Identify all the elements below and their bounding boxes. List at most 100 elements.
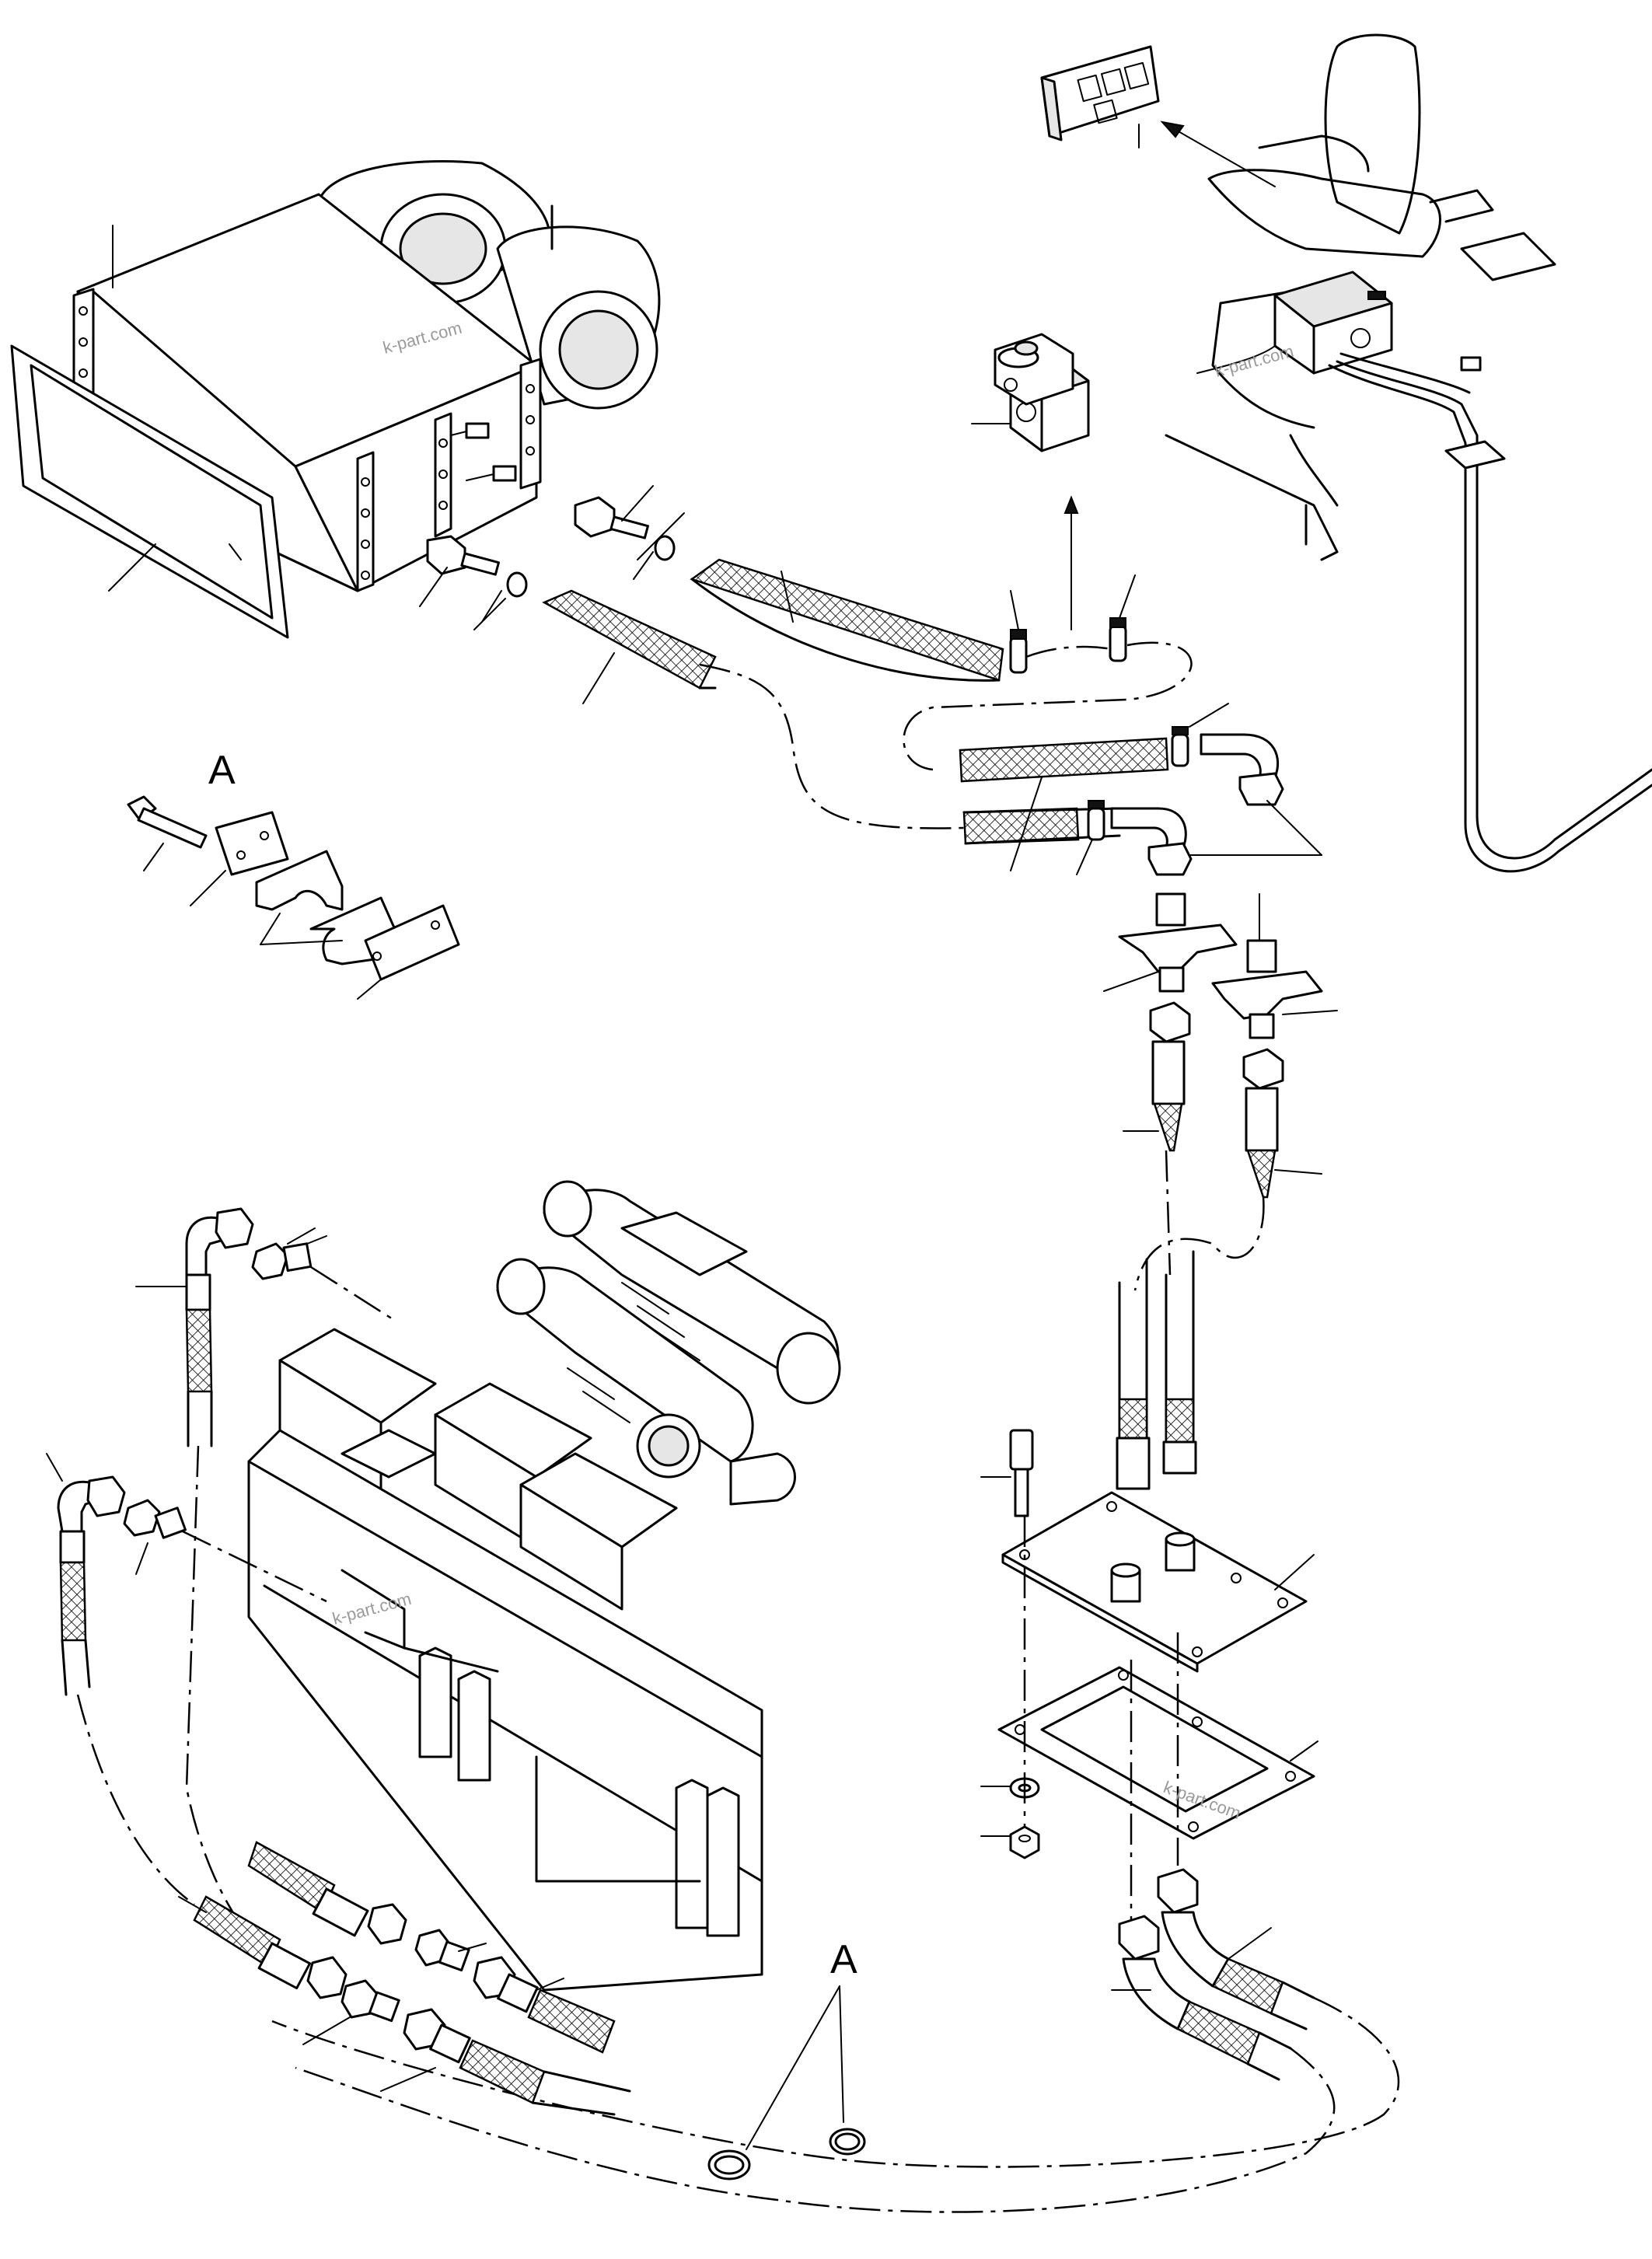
mid-hose-clamps	[1087, 726, 1189, 841]
arrow-head	[1063, 495, 1079, 514]
leader-line	[1274, 1554, 1315, 1590]
clamp-assembly	[127, 795, 460, 981]
plate-bolt	[1009, 1429, 1034, 1517]
leader-line	[1282, 1010, 1338, 1015]
leader-line	[1228, 1927, 1272, 1960]
leader-line	[419, 567, 448, 607]
heater-hose-upper	[690, 558, 1004, 682]
plate-hose-left-braid	[1118, 1398, 1148, 1440]
leader-line	[473, 598, 506, 630]
engine-block	[247, 1180, 841, 1992]
leader-line	[458, 1943, 487, 1952]
mid-hose-upper	[959, 737, 1169, 783]
leader-line	[839, 1985, 844, 2123]
callout-a-bottom: A	[830, 1937, 857, 1982]
hose-routing	[310, 1266, 397, 1323]
hose-routing	[1130, 1632, 1179, 1920]
leader-line	[287, 1227, 316, 1245]
control-panel	[1040, 45, 1160, 148]
leader-line	[746, 1985, 840, 2150]
console-box	[1273, 271, 1482, 375]
hose-routing	[1133, 1150, 1265, 1291]
hose-tie-left	[707, 2149, 751, 2180]
floor-plate	[1001, 1491, 1308, 1673]
leader-line	[1290, 1741, 1318, 1761]
leader-line	[536, 1978, 564, 1991]
leader-line	[108, 543, 156, 592]
bottom-hose-lower	[193, 1895, 348, 1999]
wiring-harness	[1336, 360, 1652, 860]
hose-fittings-upper	[426, 496, 676, 623]
clamp-plate-top	[215, 811, 289, 876]
leader-line	[781, 571, 794, 623]
hose-routing	[271, 1996, 1400, 2168]
arrow-head	[1160, 120, 1185, 138]
leader-line	[1165, 124, 1276, 187]
lower-elbow-left	[1118, 1915, 1292, 2081]
leader-line	[1266, 800, 1322, 856]
bulkhead-fitting-left	[1118, 892, 1238, 993]
bottom-union-lower	[341, 1979, 400, 2023]
leader-line	[260, 940, 343, 945]
bottom-hose-left	[403, 2008, 631, 2116]
leader-line	[1010, 777, 1043, 871]
leader-line	[380, 2067, 436, 2092]
hex-nut	[1009, 1825, 1040, 1859]
heater-unit	[72, 159, 661, 592]
bottom-union-upper	[414, 1929, 470, 1972]
leader-line	[1274, 1169, 1322, 1175]
clamp-bolt	[127, 795, 208, 849]
leader-line	[178, 1896, 207, 1913]
leader-line	[302, 2016, 351, 2045]
plate-hose-nuts	[1116, 1437, 1197, 1490]
operator-seat	[1165, 33, 1556, 561]
elbow-fitting-lower	[1110, 807, 1193, 876]
leader-line	[260, 913, 281, 945]
hose-routing	[185, 1445, 257, 1944]
hose-routing	[182, 1530, 327, 1603]
leader-line	[135, 1542, 148, 1575]
leader-line	[637, 512, 685, 560]
leader-line	[190, 870, 226, 906]
callout-a-top: A	[208, 748, 236, 793]
bottom-hose-upper	[247, 1841, 407, 1945]
clamp-plate-bottom	[364, 904, 460, 981]
vertical-hose-right	[1242, 1048, 1284, 1199]
lower-elbow-right	[1157, 1868, 1315, 2030]
hose-clamps-valve	[1009, 617, 1127, 674]
bulkhead-fitting-right	[1211, 939, 1323, 1039]
leader-line	[621, 485, 654, 522]
elbow-fitting-upper	[1200, 733, 1284, 806]
union-fitting-lower	[123, 1499, 187, 1539]
leader-line	[1119, 574, 1136, 619]
hose-routing	[76, 1694, 195, 1906]
heater-gasket	[10, 344, 289, 639]
left-hose-lower	[57, 1475, 126, 1696]
leader-line	[357, 979, 382, 1000]
left-hose-upper	[185, 1207, 254, 1447]
leader-line	[1103, 971, 1159, 992]
hose-routing	[1025, 645, 1112, 658]
leader-line	[1189, 703, 1229, 728]
leader-line	[582, 652, 615, 704]
hose-routing	[699, 663, 965, 829]
watermark: k-part.com	[1213, 341, 1296, 381]
clamp-block-upper	[255, 850, 344, 911]
hose-routing	[295, 2048, 1336, 2213]
leader-line	[1010, 590, 1019, 630]
plate-hose-right-braid	[1165, 1398, 1195, 1444]
heater-hose-lower	[542, 589, 717, 690]
leader-line	[1076, 839, 1093, 875]
bottom-hose-right	[473, 1956, 616, 2054]
union-fitting-upper	[251, 1235, 327, 1280]
hose-routing	[903, 641, 1193, 771]
floor-gasket	[997, 1666, 1315, 1840]
hose-tie-right	[829, 2128, 866, 2156]
harness-clip	[1444, 440, 1506, 470]
leader-line	[46, 1453, 63, 1482]
vertical-hose-left	[1149, 1001, 1191, 1152]
leader-line	[143, 843, 164, 871]
solenoid-valve	[994, 333, 1090, 452]
